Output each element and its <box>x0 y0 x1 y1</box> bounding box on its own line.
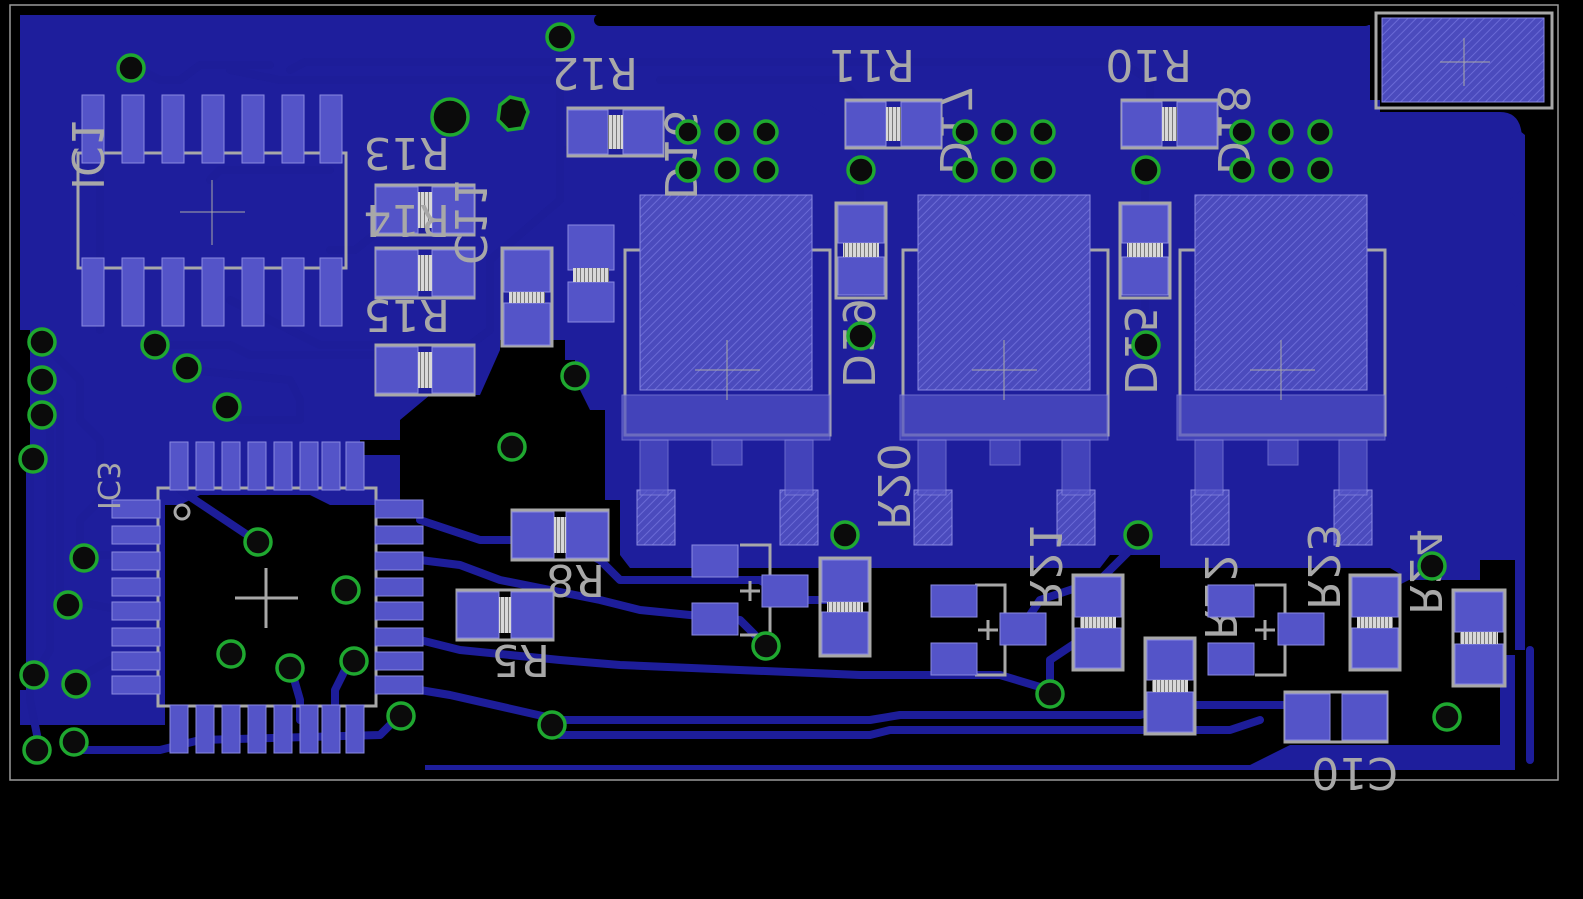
ic1-label: IC1 <box>61 118 112 190</box>
ic3-label: IC3 <box>90 461 125 510</box>
resistor-r10[interactable]: R10 <box>1105 39 1219 150</box>
resistor-r8[interactable]: R8 <box>510 508 610 605</box>
resistor-near-d16[interactable]: D19 <box>832 201 888 388</box>
resistor-r23[interactable]: R23 <box>1297 523 1402 672</box>
ic1[interactable]: IC1 <box>61 94 348 327</box>
r21-label: R21 <box>1019 523 1070 610</box>
resistor-r21[interactable]: R21 <box>1019 523 1125 672</box>
smd-resistors: R12 R11 R10 R13 <box>363 39 1398 798</box>
resistor-r24[interactable]: R24 <box>1399 528 1507 688</box>
smd-vertical-parts: C11 D19 D15 R20 <box>444 178 1507 736</box>
capacitor-c10[interactable]: C10 <box>1283 690 1398 798</box>
r11-label: R11 <box>828 39 915 90</box>
clearances <box>20 330 30 690</box>
resistor-r15[interactable]: R15 <box>363 289 476 397</box>
r5-label: R5 <box>491 634 550 685</box>
vias <box>18 22 1462 765</box>
r20-label: R20 <box>867 443 918 530</box>
r23-label: R23 <box>1297 523 1348 610</box>
r12-label: R12 <box>551 47 638 98</box>
regulator-d16[interactable]: D16 <box>621 110 832 546</box>
r8-label: R8 <box>546 554 605 605</box>
r13-label: R13 <box>363 127 450 178</box>
transistor-q2[interactable] <box>930 583 1047 677</box>
transistor-q3[interactable] <box>1207 583 1325 677</box>
r14-label: R14 <box>363 194 450 245</box>
c10-label: C10 <box>1311 747 1398 798</box>
resistor-near-d17[interactable]: D15 <box>1114 201 1172 395</box>
transistor-q1[interactable] <box>691 543 809 637</box>
power-connector-pad[interactable] <box>1374 11 1554 110</box>
resistor-r11[interactable]: R11 <box>828 39 943 150</box>
resistor-r-a[interactable] <box>567 224 615 323</box>
resistor-r5[interactable]: R5 <box>455 588 555 685</box>
resistor-r14[interactable]: R14 <box>363 194 476 300</box>
resistor-r20[interactable]: R20 <box>818 443 918 658</box>
resistor-r13[interactable]: R13 <box>363 127 476 237</box>
thermal-vias <box>675 119 1333 183</box>
r15-label: R15 <box>363 289 450 340</box>
r10-label: R10 <box>1105 39 1192 90</box>
capacitor-c11[interactable]: C11 <box>444 178 554 348</box>
resistor-r12[interactable]: R12 <box>551 47 665 158</box>
origin-marks <box>180 38 1490 400</box>
ic3[interactable]: IC3 <box>90 441 424 754</box>
transistors <box>691 543 1325 677</box>
c11-label: C11 <box>444 178 495 265</box>
